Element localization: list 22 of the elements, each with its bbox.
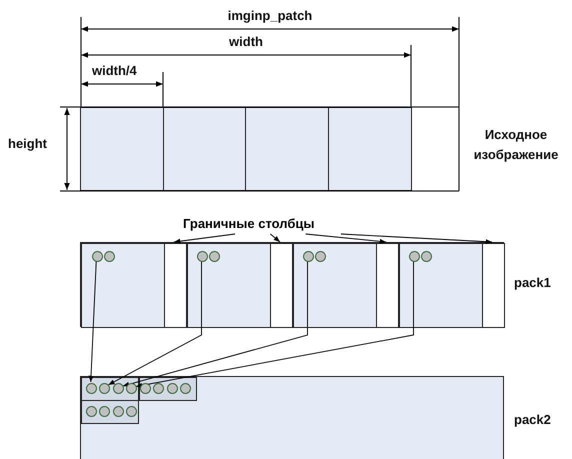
arrow	[135, 260, 414, 388]
arrow	[122, 260, 308, 387]
arrow	[88, 260, 97, 382]
side-label: pack2	[514, 412, 551, 428]
buffer-box	[80, 376, 504, 459]
leader-arrow	[270, 234, 280, 242]
dimension-label: width	[228, 34, 264, 50]
leader-arrow	[340, 234, 492, 244]
leader-arrow	[174, 234, 236, 244]
boundary-column	[482, 243, 505, 328]
side-label: pack1	[514, 275, 551, 291]
boundary-column	[376, 243, 399, 328]
dimension-label: height	[8, 136, 47, 152]
leader-arrow	[305, 234, 386, 244]
image-caption: Исходное изображение	[472, 126, 560, 164]
image-box	[80, 242, 504, 327]
annotation-text: Граничные столбцы	[183, 216, 348, 234]
arrow	[108, 260, 202, 386]
dimension-label: imginp_patch	[226, 8, 314, 24]
dimension-label: width/4	[92, 63, 137, 79]
boundary-column	[164, 243, 187, 328]
boundary-column	[270, 243, 293, 328]
